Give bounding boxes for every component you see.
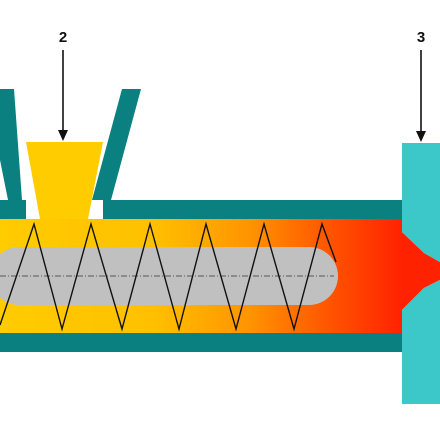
die-plate-lower — [402, 280, 440, 404]
melt-into-die — [402, 232, 440, 310]
barrel-wall-bottom — [0, 333, 402, 352]
barrel-wall-top — [103, 200, 402, 219]
hopper-feed-material — [26, 142, 103, 219]
die-callout-arrowhead — [416, 131, 426, 142]
die-plate-upper — [402, 143, 440, 262]
hopper-wall-left — [0, 89, 22, 200]
hopper-callout-arrowhead — [58, 130, 68, 141]
die-callout-label: 3 — [417, 29, 425, 46]
screw-flight-helix — [0, 221, 337, 332]
hopper-callout-label: 2 — [59, 29, 67, 46]
hopper-wall-right — [92, 89, 141, 200]
barrel-wall-top-left — [0, 200, 26, 219]
